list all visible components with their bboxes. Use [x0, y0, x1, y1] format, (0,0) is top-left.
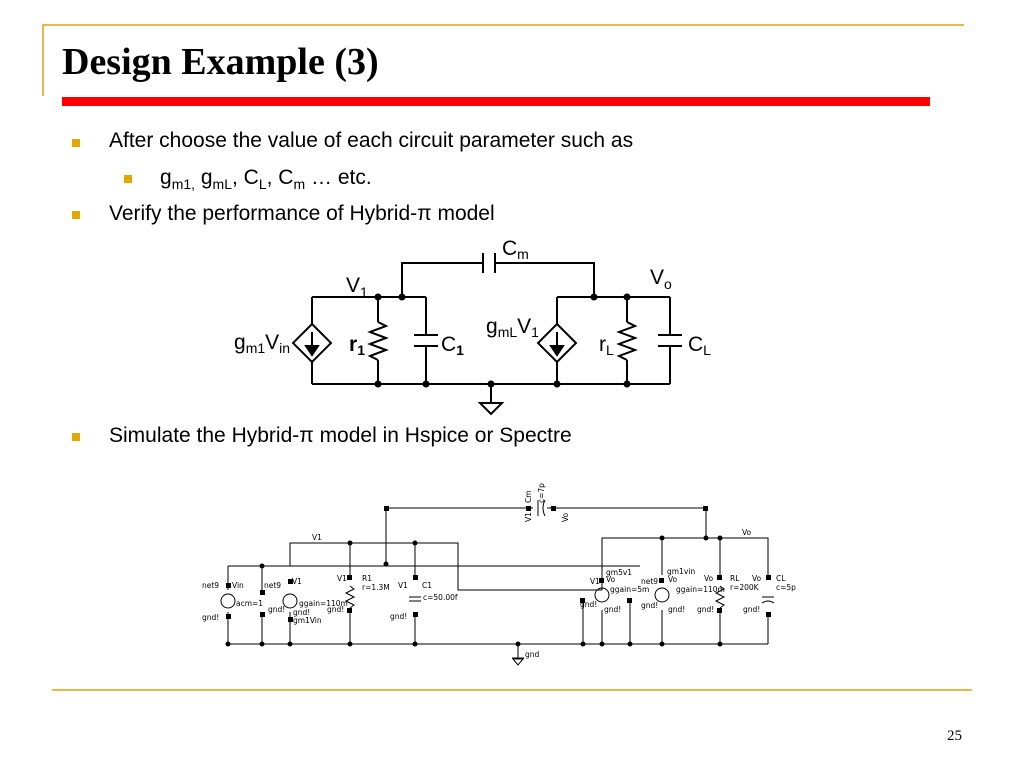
spectre-schematic: Cm c=7p V1 Vo V1 Vo net9 Vin net9 V1 acm… [202, 483, 796, 666]
sch-r1-val-label: r=1.3M [362, 583, 390, 592]
sch-cl-label: CL [776, 574, 786, 583]
sch-gnd-g-label: gnd! [668, 605, 685, 614]
sch-r1-label: R1 [362, 574, 372, 583]
sch-v1-top-label: V1 [312, 533, 322, 542]
bullet-2: Verify the performance of Hybrid-π model [109, 202, 495, 225]
sch-net9-a-label: net9 [202, 581, 219, 590]
sch-gm1vin-a-label: gm1Vin [293, 616, 322, 625]
sch-v1-src-label: V1 [292, 577, 302, 586]
sch-gnd-a-label: gnd! [268, 605, 285, 614]
sch-vo-g2-label: Vo [606, 575, 616, 584]
sch-gnd-b-label: gnd! [293, 608, 310, 617]
sch-cm-label: Cm [524, 490, 533, 503]
sch-gnd-main-label: gnd [525, 650, 540, 659]
cm-label: Cm [502, 237, 529, 262]
c1-label: C1 [441, 333, 464, 358]
hybrid-pi-diagram: Cm V1 Vo gm1Vin r1 C1 gmLV1 rL CL [234, 237, 711, 416]
title-underline [62, 97, 930, 106]
sch-c7p-label: c=7p [537, 483, 546, 503]
sch-vo-cl-label: Vo [752, 574, 762, 583]
gmlv1-label: gmLV1 [486, 315, 539, 340]
sch-ggain-c-label: ggain=110m [676, 585, 725, 594]
sch-v1-cm-label: V1 [524, 512, 533, 522]
bullet-1: After choose the value of each circuit p… [109, 129, 634, 152]
bullet-marker [72, 211, 80, 219]
sch-gnd-rl-label: gnd! [697, 605, 714, 614]
sch-gnd-c-label: gnd! [202, 613, 219, 622]
page-number: 25 [947, 728, 962, 744]
bullet-marker [72, 433, 80, 441]
frame-top-line [42, 24, 964, 26]
sch-gnd-f-label: gnd! [641, 601, 658, 610]
sch-vo-top-label: Vo [742, 528, 752, 537]
sch-c1-val-label: c=50.00f [423, 593, 458, 602]
sch-vo-g3-label: Vo [668, 575, 678, 584]
rl-label: rL [599, 333, 614, 358]
sch-gnd-d-label: gnd! [580, 600, 597, 609]
sch-cl-val-label: c=5p [776, 583, 796, 592]
sch-rl-label: RL [730, 574, 740, 583]
sch-v1-r1-label: V1 [337, 574, 347, 583]
sch-gnd-c1-label: gnd! [390, 612, 407, 621]
sch-net9-b-label: net9 [264, 581, 281, 590]
r1-label: r1 [349, 333, 365, 358]
sch-net9-c-label: net9 [641, 577, 658, 586]
gm1vin-label: gm1Vin [234, 331, 290, 356]
sch-v1-g2-label: V1 [590, 577, 600, 586]
sch-v1-c1-label: V1 [398, 581, 408, 590]
bullet-marker [124, 175, 132, 183]
sch-gnd-cl-label: gnd! [743, 605, 760, 614]
frame-left-line [42, 24, 44, 96]
sch-c1-label: C1 [422, 581, 432, 590]
sch-rl-val-label: r=200K [730, 583, 760, 592]
footer-line [52, 689, 972, 691]
cl-label: CL [688, 333, 711, 358]
sch-ggain-a-label: ggain=110m [299, 599, 348, 608]
bullet-marker [72, 139, 80, 147]
slide-title: Design Example (3) [62, 41, 379, 83]
sch-vo-cm-label: Vo [561, 512, 570, 522]
vo-label: Vo [650, 266, 672, 292]
sch-gm1vin-b-label: gm1vin [667, 567, 695, 576]
bullet-1-sub: gm1, gmL, CL, Cm … etc. [160, 166, 372, 193]
sch-gnd-e-label: gnd! [604, 605, 621, 614]
sch-gm5v1-label: gm5v1 [606, 568, 632, 577]
sch-acm-label: acm=1 [236, 599, 263, 608]
sch-ggain-b-label: ggain=5m [610, 585, 649, 594]
v1-label: V1 [346, 274, 368, 300]
bullet-3: Simulate the Hybrid-π model in Hspice or… [109, 424, 572, 447]
sch-vin-label: Vin [232, 581, 244, 590]
sch-gnd-r1-label: gnd! [327, 605, 344, 614]
sch-vo-rl-label: Vo [704, 574, 714, 583]
